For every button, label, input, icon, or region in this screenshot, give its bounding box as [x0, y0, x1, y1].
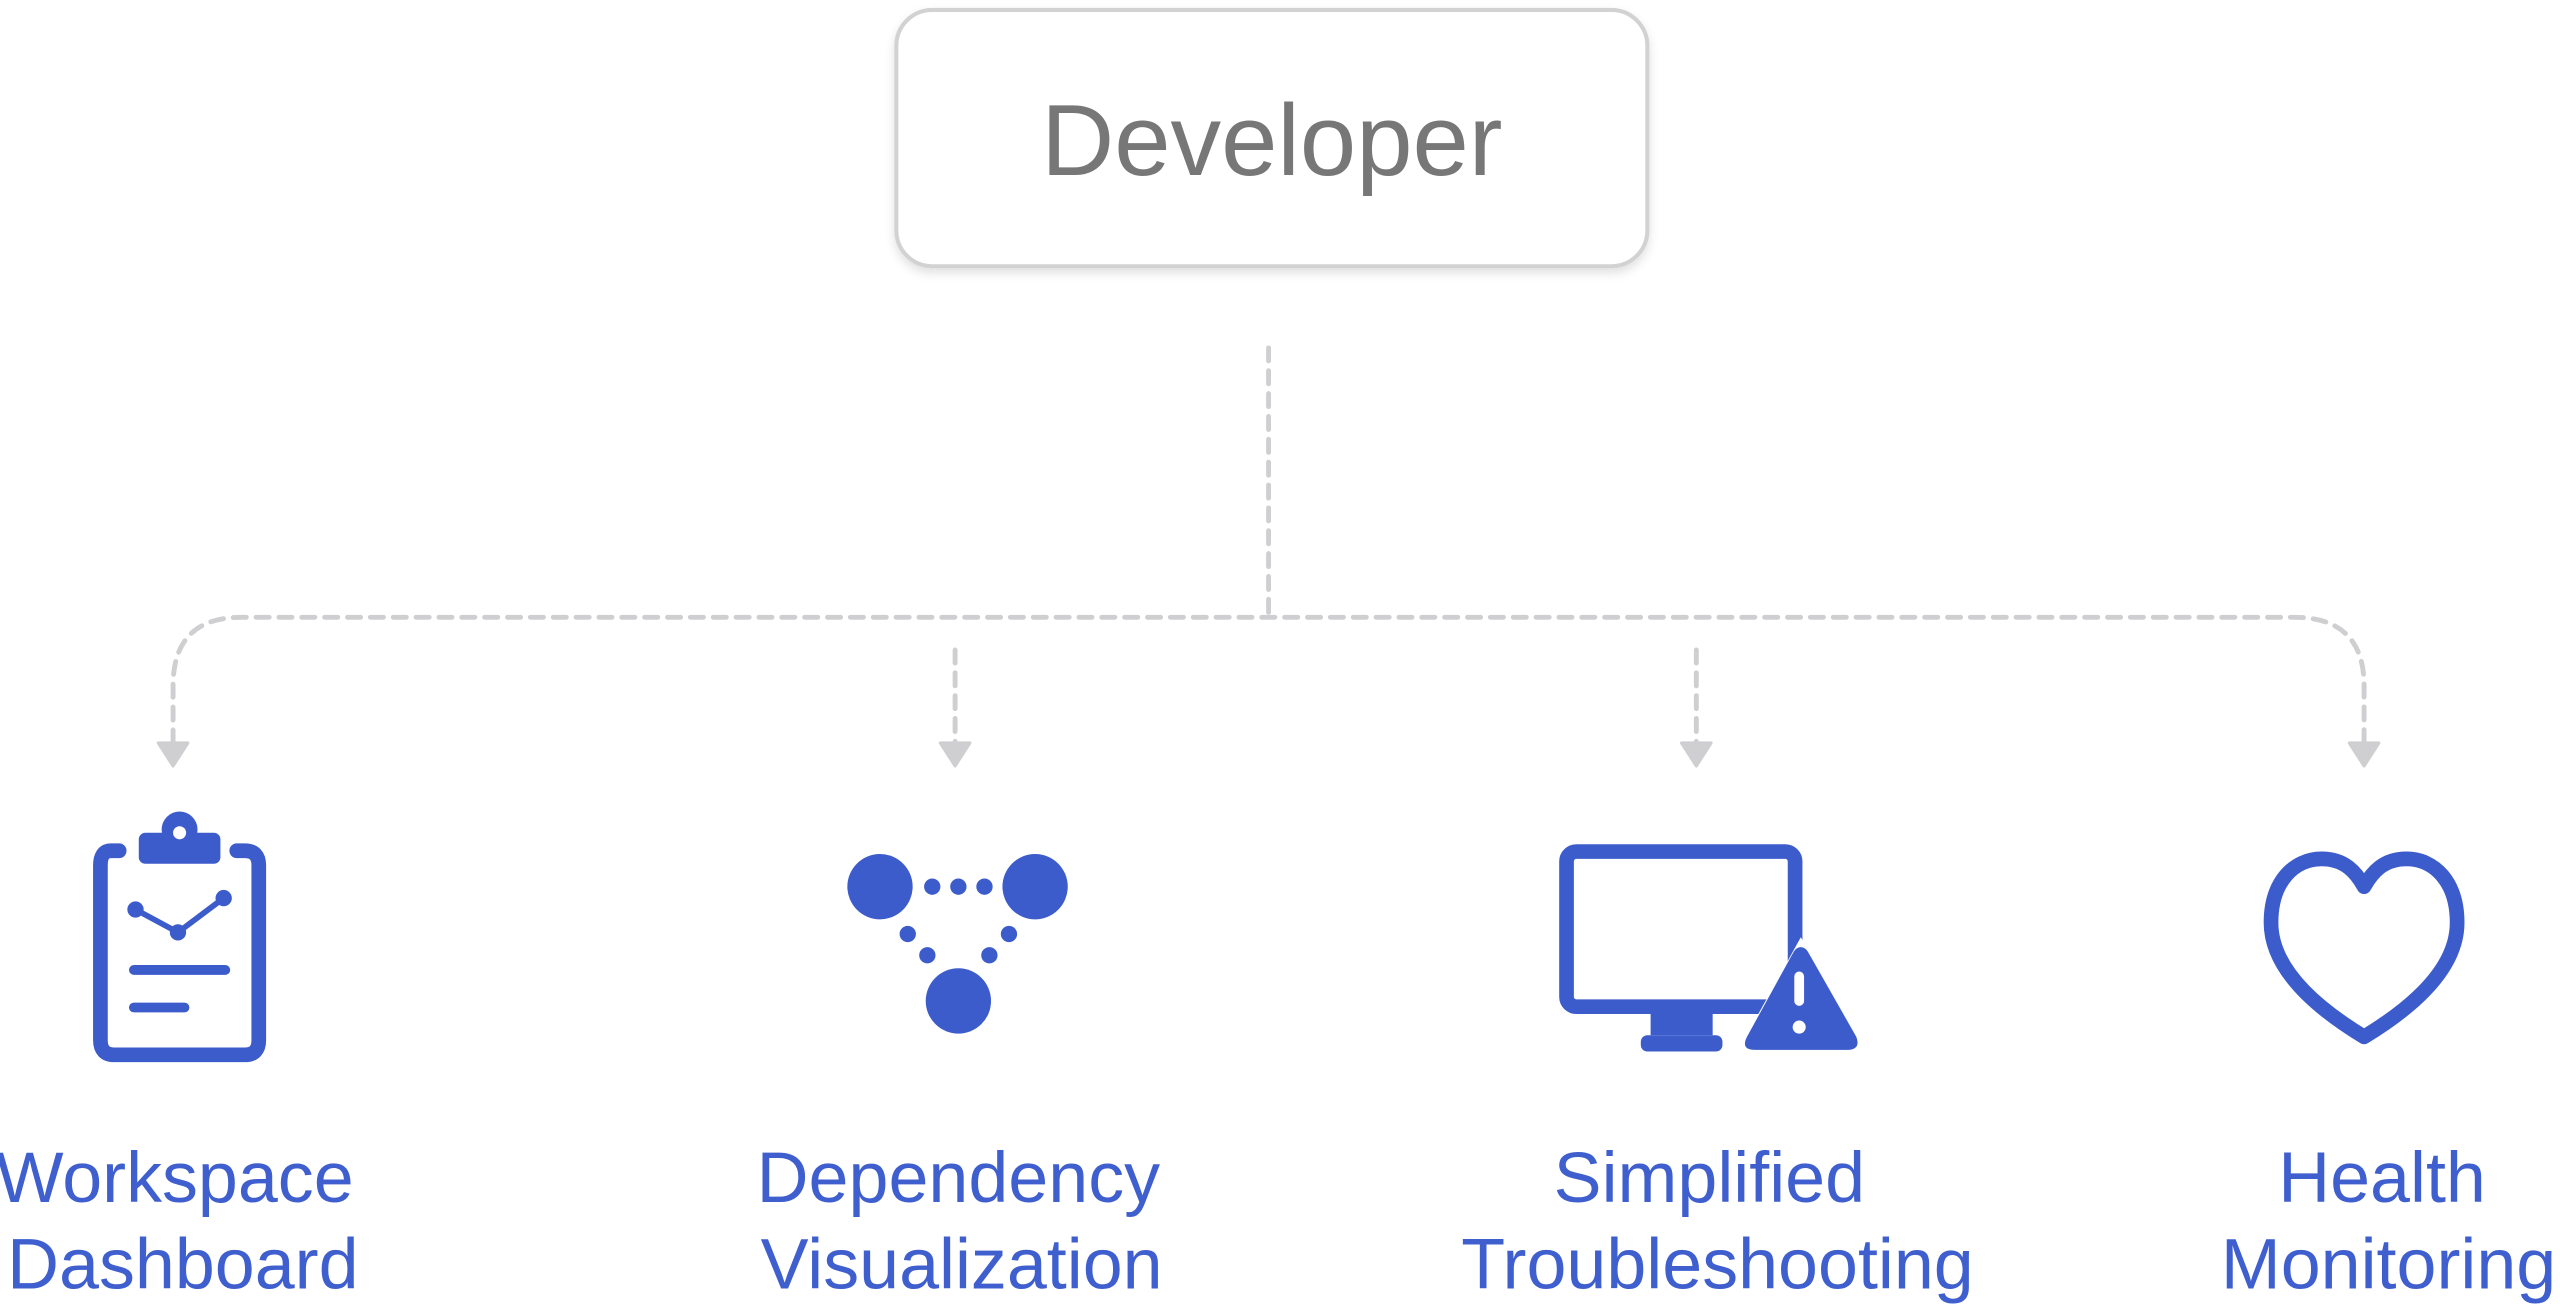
- node-label-line2: Troubleshooting: [1461, 1224, 1973, 1304]
- arrow-down-icon: [2347, 741, 2381, 768]
- arrow-down-icon: [938, 741, 972, 768]
- connectors: [156, 345, 2381, 768]
- monitor-warning-icon: [1559, 844, 1872, 1059]
- node-dependency-visualization: Dependency Visualization: [757, 854, 1163, 1304]
- root-label: Developer: [1041, 84, 1502, 197]
- node-label-line2: Visualization: [761, 1224, 1163, 1304]
- branch-connector: [170, 614, 2367, 746]
- node-simplified-troubleshooting: Simplified Troubleshooting: [1461, 844, 1974, 1304]
- node-label-line1: Workspace: [0, 1138, 354, 1218]
- heart-icon: [2263, 851, 2465, 1045]
- node-label-line2: Dashboard: [7, 1224, 358, 1304]
- dependency-graph-icon: [847, 854, 1068, 1034]
- node-label-line1: Simplified: [1554, 1138, 1865, 1218]
- node-workspace-dashboard: Workspace Dashboard: [0, 811, 359, 1304]
- root-node: Developer: [894, 7, 1650, 269]
- arrow-down-icon: [1680, 741, 1713, 768]
- arrow-down-icon: [156, 741, 190, 768]
- node-label-line2: Monitoring: [2221, 1224, 2556, 1304]
- clipboard-chart-icon: [93, 811, 267, 1063]
- node-health-monitoring: Health Monitoring: [2221, 851, 2556, 1304]
- node-label-line1: Health: [2278, 1138, 2486, 1218]
- node-label-line1: Dependency: [757, 1138, 1160, 1218]
